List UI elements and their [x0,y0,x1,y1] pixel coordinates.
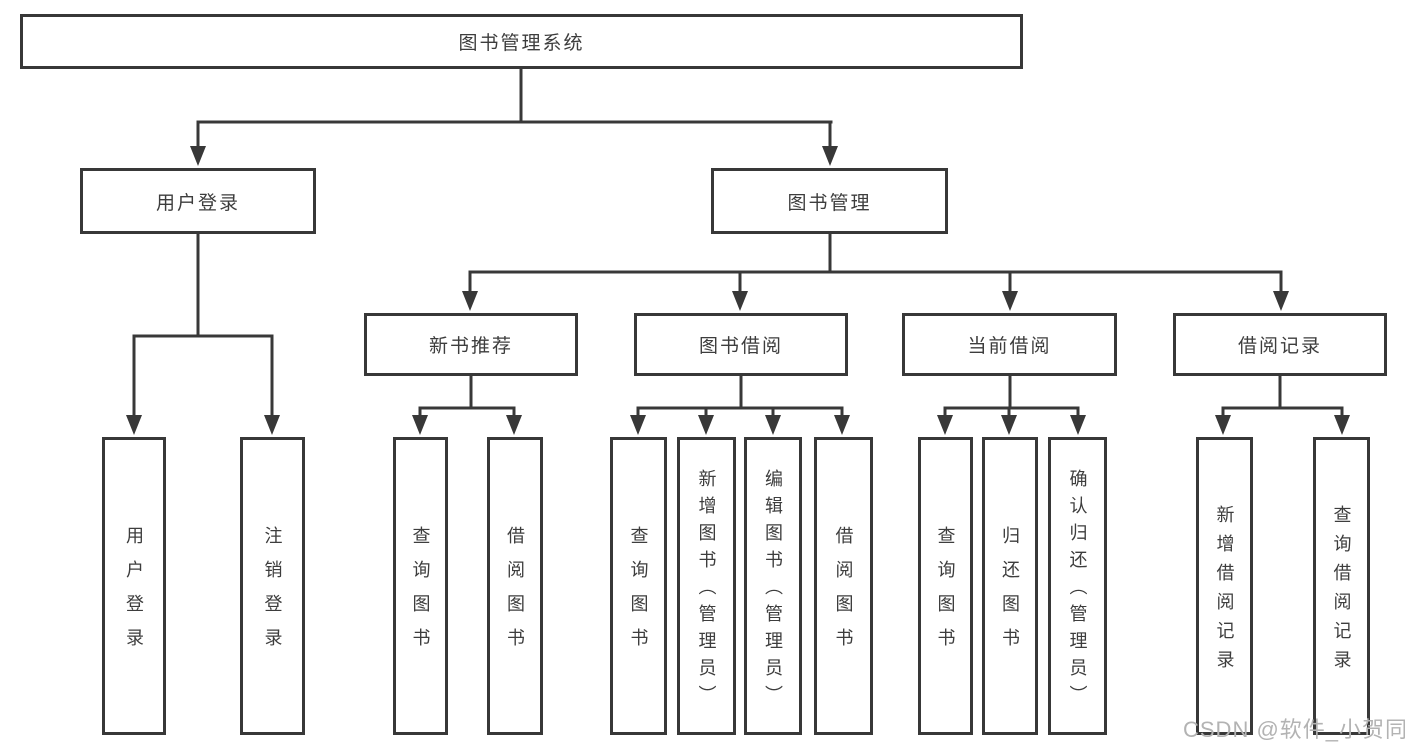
node-user-login: 用户登录 [80,168,316,234]
arrowhead-down-icon [506,415,522,435]
leaf-return-books: 归还图书 [982,437,1038,735]
connector-current-borrow-split [937,376,1086,435]
arrowhead-down-icon [1002,291,1018,311]
node-label: 新书推荐 [428,336,513,357]
leaf-query-borrow-record: 查询借阅记录 [1313,437,1370,735]
arrowhead-down-icon [1001,415,1017,435]
arrowhead-down-icon [937,415,953,435]
connector-book-mgmt-split [462,234,1289,311]
node-label: 新增图书（管理员） [696,469,717,712]
node-label: 借阅图书 [505,526,525,662]
leaf-borrow-books-recommend: 借阅图书 [487,437,543,735]
connector-new-book-rec-split [412,376,522,435]
arrowhead-down-icon [630,415,646,435]
leaf-confirm-return-admin: 确认归还（管理员） [1048,437,1107,735]
leaf-logout: 注销登录 [240,437,305,735]
node-label: 归还图书 [1000,526,1020,662]
connector-user-login-split [126,234,280,435]
node-current-borrowing: 当前借阅 [902,313,1117,376]
arrowhead-down-icon [834,415,850,435]
node-label: 编辑图书（管理员） [763,469,783,712]
arrowhead-down-icon [732,291,748,311]
node-label: 确认归还（管理员） [1067,469,1088,712]
arrowhead-down-icon [765,415,781,435]
node-library-management-system: 图书管理系统 [20,14,1023,69]
connector-book-borrow-split [630,376,850,435]
leaf-add-books-admin: 新增图书（管理员） [677,437,736,735]
arrowhead-down-icon [412,415,428,435]
arrowhead-down-icon [264,415,280,435]
node-book-management: 图书管理 [711,168,948,234]
node-label: 图书管理 [787,192,872,214]
node-label: 图书管理系统 [458,33,585,54]
node-label: 查询图书 [935,526,956,662]
arrowhead-down-icon [698,415,714,435]
leaf-edit-books-admin: 编辑图书（管理员） [744,437,802,735]
node-label: 借阅记录 [1237,336,1322,357]
node-label: 当前借阅 [967,336,1052,357]
leaf-query-books-recommend: 查询图书 [393,437,448,735]
node-label: 用户登录 [155,192,240,214]
node-label: 用户登录 [124,526,144,662]
node-label: 注销登录 [262,526,283,662]
node-label: 图书借阅 [698,336,783,357]
leaf-borrow-books: 借阅图书 [814,437,873,735]
node-borrowing-records: 借阅记录 [1173,313,1387,376]
leaf-user-login: 用户登录 [102,437,166,735]
arrowhead-down-icon [1215,415,1231,435]
arrowhead-down-icon [822,146,838,166]
arrowhead-down-icon [126,415,142,435]
node-label: 新增借阅记录 [1214,504,1235,679]
node-label: 查询图书 [628,526,649,662]
node-book-borrowing: 图书借阅 [634,313,848,376]
node-label: 查询借阅记录 [1331,504,1352,679]
arrowhead-down-icon [1070,415,1086,435]
leaf-add-borrow-record: 新增借阅记录 [1196,437,1253,735]
arrowhead-down-icon [190,146,206,166]
arrowhead-down-icon [462,291,478,311]
connector-root-split [190,69,838,166]
leaf-query-books-current: 查询图书 [918,437,973,735]
arrowhead-down-icon [1334,415,1350,435]
connector-borrow-records-split [1215,376,1350,435]
csdn-watermark: CSDN @软件_小贺同学 [1183,717,1405,742]
arrowhead-down-icon [1273,291,1289,311]
node-label: 查询图书 [410,526,431,662]
node-label: 借阅图书 [833,526,854,662]
leaf-query-books-borrowing: 查询图书 [610,437,667,735]
node-new-book-recommend: 新书推荐 [364,313,578,376]
